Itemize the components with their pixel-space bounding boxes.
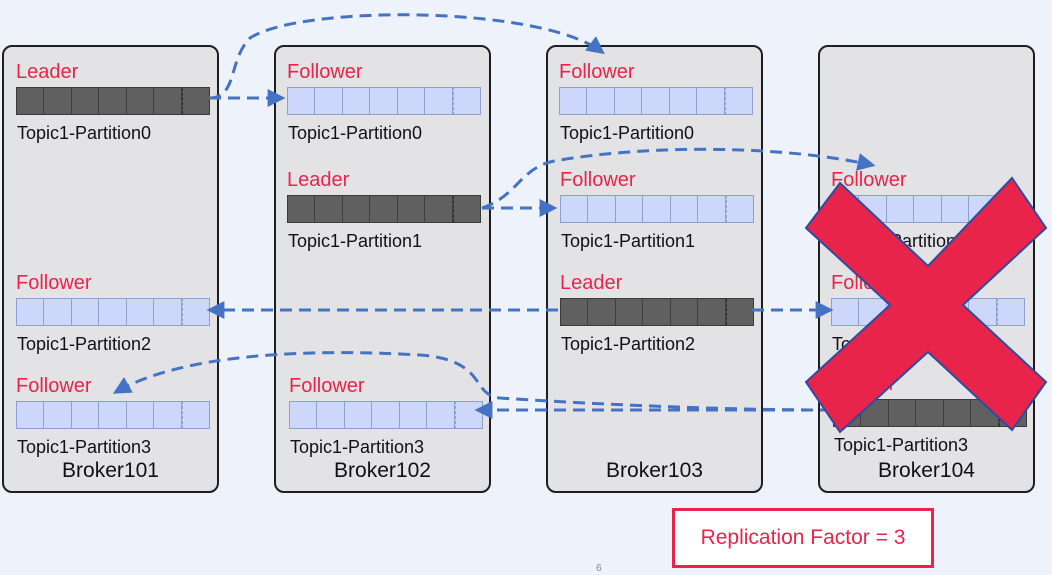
role-label: Follower <box>289 375 365 397</box>
role-label: Follower <box>831 169 907 191</box>
partition-name: Topic1-Partition3 <box>17 437 152 457</box>
partition-name: Topic1-Partition2 <box>561 334 696 354</box>
replication-factor-box: Replication Factor = 3 <box>672 508 934 568</box>
page-number: 6 <box>596 563 602 574</box>
broker-104: Follower Topic1-Partition1 Follower Topi… <box>818 45 1035 493</box>
follower-log-bar <box>560 195 754 223</box>
partition-name: Topic1-Partition0 <box>288 123 423 143</box>
role-label: Leader <box>833 373 896 395</box>
leader-log-bar <box>16 87 210 115</box>
leader-log-bar <box>560 298 754 326</box>
follower-log-bar <box>287 87 481 115</box>
broker-name: Broker103 <box>606 459 703 482</box>
leader-log-bar <box>833 399 1027 427</box>
partition-name: Topic1-Partition1 <box>561 231 696 251</box>
broker-101: Leader Topic1-Partition0 Follower Topic1… <box>2 45 219 493</box>
partition-name: Topic1-Partition2 <box>832 334 967 354</box>
partition-name: Topic1-Partition2 <box>17 334 152 354</box>
broker-102: Follower Topic1-Partition0 Leader Topic1… <box>274 45 491 493</box>
broker-name: Broker101 <box>62 459 159 482</box>
follower-log-bar <box>559 87 753 115</box>
role-label: Leader <box>287 169 350 191</box>
follower-log-bar <box>16 298 210 326</box>
follower-log-bar <box>289 401 483 429</box>
follower-log-bar <box>831 195 1025 223</box>
partition-name: Topic1-Partition0 <box>560 123 695 143</box>
role-label: Follower <box>16 272 92 294</box>
leader-log-bar <box>287 195 481 223</box>
follower-log-bar <box>831 298 1025 326</box>
partition-name: Topic1-Partition0 <box>17 123 152 143</box>
role-label: Follower <box>560 169 636 191</box>
role-label: Leader <box>16 61 79 83</box>
broker-name: Broker104 <box>878 459 975 482</box>
role-label: Follower <box>287 61 363 83</box>
partition-name: Topic1-Partition3 <box>290 437 425 457</box>
role-label: Follower <box>831 272 907 294</box>
broker-name: Broker102 <box>334 459 431 482</box>
role-label: Follower <box>559 61 635 83</box>
broker-103: Follower Topic1-Partition0 Follower Topi… <box>546 45 763 493</box>
follower-log-bar <box>16 401 210 429</box>
partition-name: Topic1-Partition3 <box>834 435 969 455</box>
partition-name: Topic1-Partition1 <box>832 231 967 251</box>
role-label: Leader <box>560 272 623 294</box>
role-label: Follower <box>16 375 92 397</box>
partition-name: Topic1-Partition1 <box>288 231 423 251</box>
